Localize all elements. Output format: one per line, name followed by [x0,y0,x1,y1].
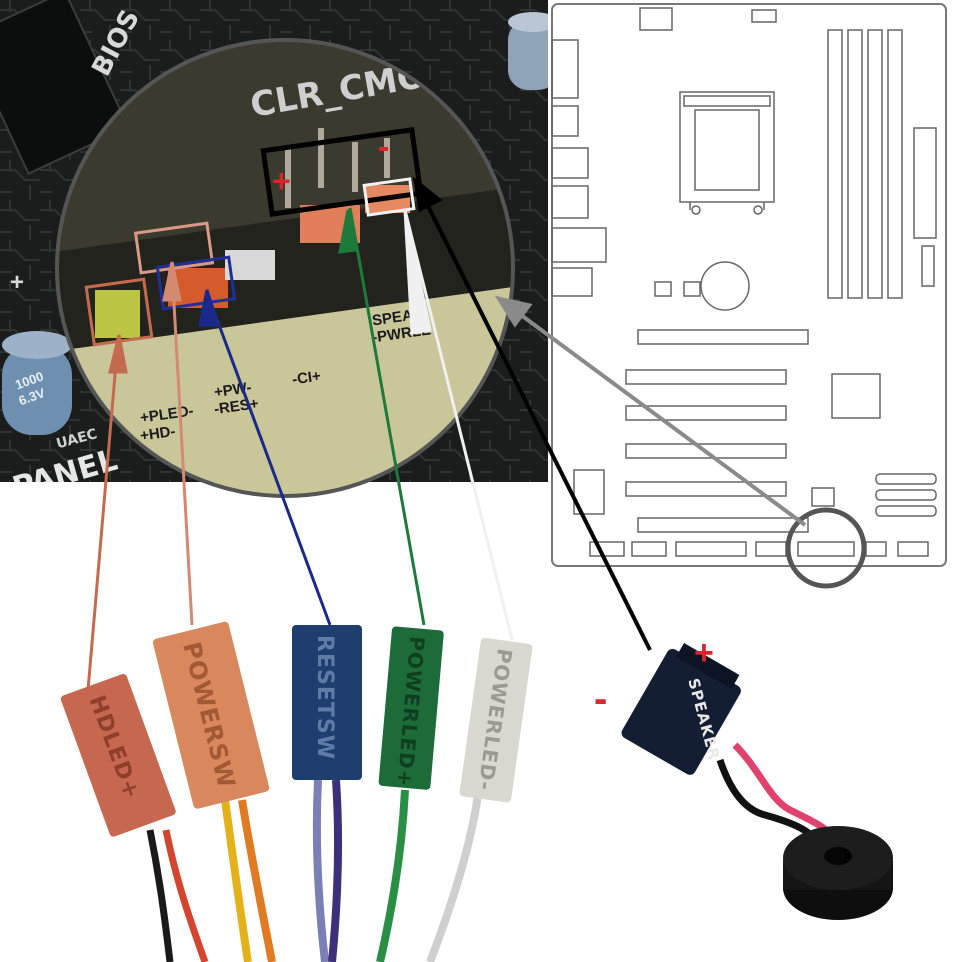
arrows [86,176,807,691]
pin-label-pw: +PW- [213,379,253,401]
dimm-slots [827,29,903,299]
blue-arrow [206,294,332,626]
speaker-assembly: SPEAKER + - [594,634,893,920]
pin-label-hd: +HD- [139,423,176,445]
speaker-plus: + [694,634,714,672]
black-arrow [413,179,652,651]
gray-arrow [496,296,807,527]
pcie-slots [625,329,809,533]
cpu-socket [679,91,775,215]
rust-arrow [86,339,120,691]
connector-powerled-minus: POWERLED- [426,637,533,962]
front-panel-callout [785,507,867,589]
header-pins-top [285,128,390,208]
connector-powerled-plus: POWERLED+ [376,626,444,962]
motherboard-schematic [551,3,947,589]
plus-silkscreen: + [10,269,24,296]
speaker-wire-red [732,742,836,842]
power-led-minus-highlight [362,177,416,217]
speaker-minus-mark: - [378,128,389,166]
speaker-minus: - [594,677,607,721]
header-body [57,184,513,364]
orange-arrow [170,267,194,626]
capacitor-top-right [508,12,548,90]
connectors: HDLED+ POWERSW RESETSW POWERLED+ [60,621,533,962]
speaker-plus-mark: + [272,163,291,199]
connector-powersw: POWERSW [152,621,276,962]
green-arrow [348,207,426,626]
speaker-connector [621,648,741,775]
cmos-battery [700,261,750,311]
buzzer [783,826,893,920]
reset-sw-highlight [155,255,237,311]
connector-resetsw: RESETSW [292,625,362,962]
power-sw-highlight [133,221,215,275]
white-arrow [403,209,514,641]
hd-led-highlight [84,277,154,347]
connector-hdled: HDLED+ [60,673,209,962]
sata-ports [875,473,937,517]
pin-label-ci: -CI+ [291,368,322,389]
bios-chip [0,0,130,175]
resetsw-label: RESETSW [312,635,337,760]
capacitor-left: 1000 6.3V [2,331,72,435]
speaker-highlight [260,127,424,217]
